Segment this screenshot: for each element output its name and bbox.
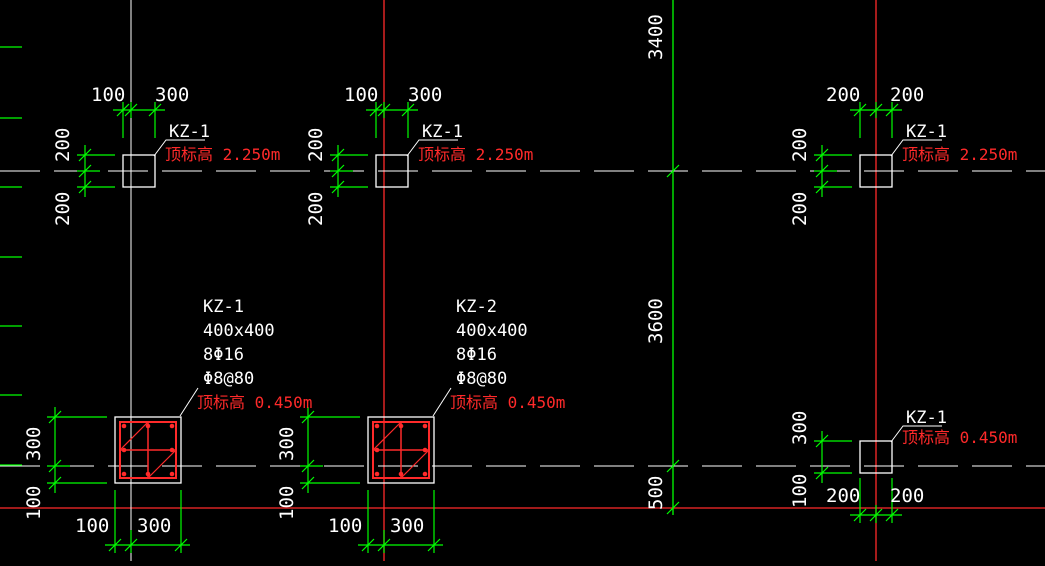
dim-lower-left-2b: 100 [276, 486, 298, 520]
elev-upper-3: 顶标高 2.250m [902, 145, 1017, 164]
label-lower-3: KZ-1 [906, 408, 947, 428]
label-detail-1-bars: 8Φ16 [203, 345, 244, 365]
column-square-upper-2[interactable] [375, 154, 409, 188]
dim-bottom-1b: 300 [137, 515, 171, 537]
dim-left-1b: 200 [52, 192, 74, 226]
dimension-lines [47, 102, 902, 553]
column-square-upper-1[interactable] [122, 154, 156, 188]
label-detail-2-name: KZ-2 [456, 297, 497, 317]
column-square-upper-3[interactable] [859, 154, 893, 188]
label-upper-2: KZ-1 [422, 122, 463, 142]
label-detail-2-stirrups: Φ8@80 [456, 369, 507, 389]
detail-column-2[interactable] [367, 416, 435, 484]
dim-lower-right-a: 300 [789, 411, 811, 445]
label-detail-2-bars: 8Φ16 [456, 345, 497, 365]
dim-axis-3400: 3400 [645, 14, 667, 60]
dimension-texts: 100 300 100 300 200 200 200 200 200 200 … [23, 14, 924, 537]
leader-lines [153, 139, 942, 443]
elev-detail-1: 顶标高 0.450m [197, 393, 312, 412]
upper-columns [122, 154, 893, 474]
dim-top-left-1b: 300 [155, 84, 189, 106]
dim-axis-500: 500 [645, 476, 667, 510]
elev-detail-2: 顶标高 0.450m [450, 393, 565, 412]
label-upper-1: KZ-1 [169, 122, 210, 142]
dim-bottom-3b: 200 [890, 485, 924, 507]
elev-upper-1: 顶标高 2.250m [165, 145, 280, 164]
dashed-centerlines [0, 170, 1045, 467]
dim-left-2b: 200 [305, 192, 327, 226]
dim-bottom-2b: 300 [390, 515, 424, 537]
detail-column-1[interactable] [114, 416, 182, 484]
dim-left-3b: 200 [789, 192, 811, 226]
dim-top-left-2b: 300 [408, 84, 442, 106]
dim-top-right-b: 200 [890, 84, 924, 106]
dim-bottom-1a: 100 [75, 515, 109, 537]
elev-lower-3: 顶标高 0.450m [902, 428, 1017, 447]
dim-lower-left-2a: 300 [276, 427, 298, 461]
dim-left-2a: 200 [305, 128, 327, 162]
dim-bottom-3a: 200 [826, 485, 860, 507]
dim-left-3a: 200 [789, 128, 811, 162]
dim-bottom-2a: 100 [328, 515, 362, 537]
label-detail-1-size: 400x400 [203, 321, 275, 341]
label-detail-2-size: 400x400 [456, 321, 528, 341]
dim-top-right-a: 200 [826, 84, 860, 106]
dim-top-left-1a: 100 [91, 84, 125, 106]
label-detail-1-name: KZ-1 [203, 297, 244, 317]
left-edge-ticks [0, 46, 22, 466]
dim-axis-3600: 3600 [645, 298, 667, 344]
elev-upper-2: 顶标高 2.250m [418, 145, 533, 164]
dim-lower-left-1a: 300 [23, 427, 45, 461]
column-labels: KZ-1 顶标高 2.250m KZ-1 顶标高 2.250m KZ-1 顶标高… [165, 122, 1017, 447]
label-upper-3: KZ-1 [906, 122, 947, 142]
column-square-lower-3[interactable] [859, 440, 893, 474]
dim-top-left-2a: 100 [344, 84, 378, 106]
dim-lower-left-1b: 100 [23, 486, 45, 520]
dim-left-1a: 200 [52, 128, 74, 162]
label-detail-1-stirrups: Φ8@80 [203, 369, 254, 389]
dim-lower-right-b: 100 [789, 474, 811, 508]
